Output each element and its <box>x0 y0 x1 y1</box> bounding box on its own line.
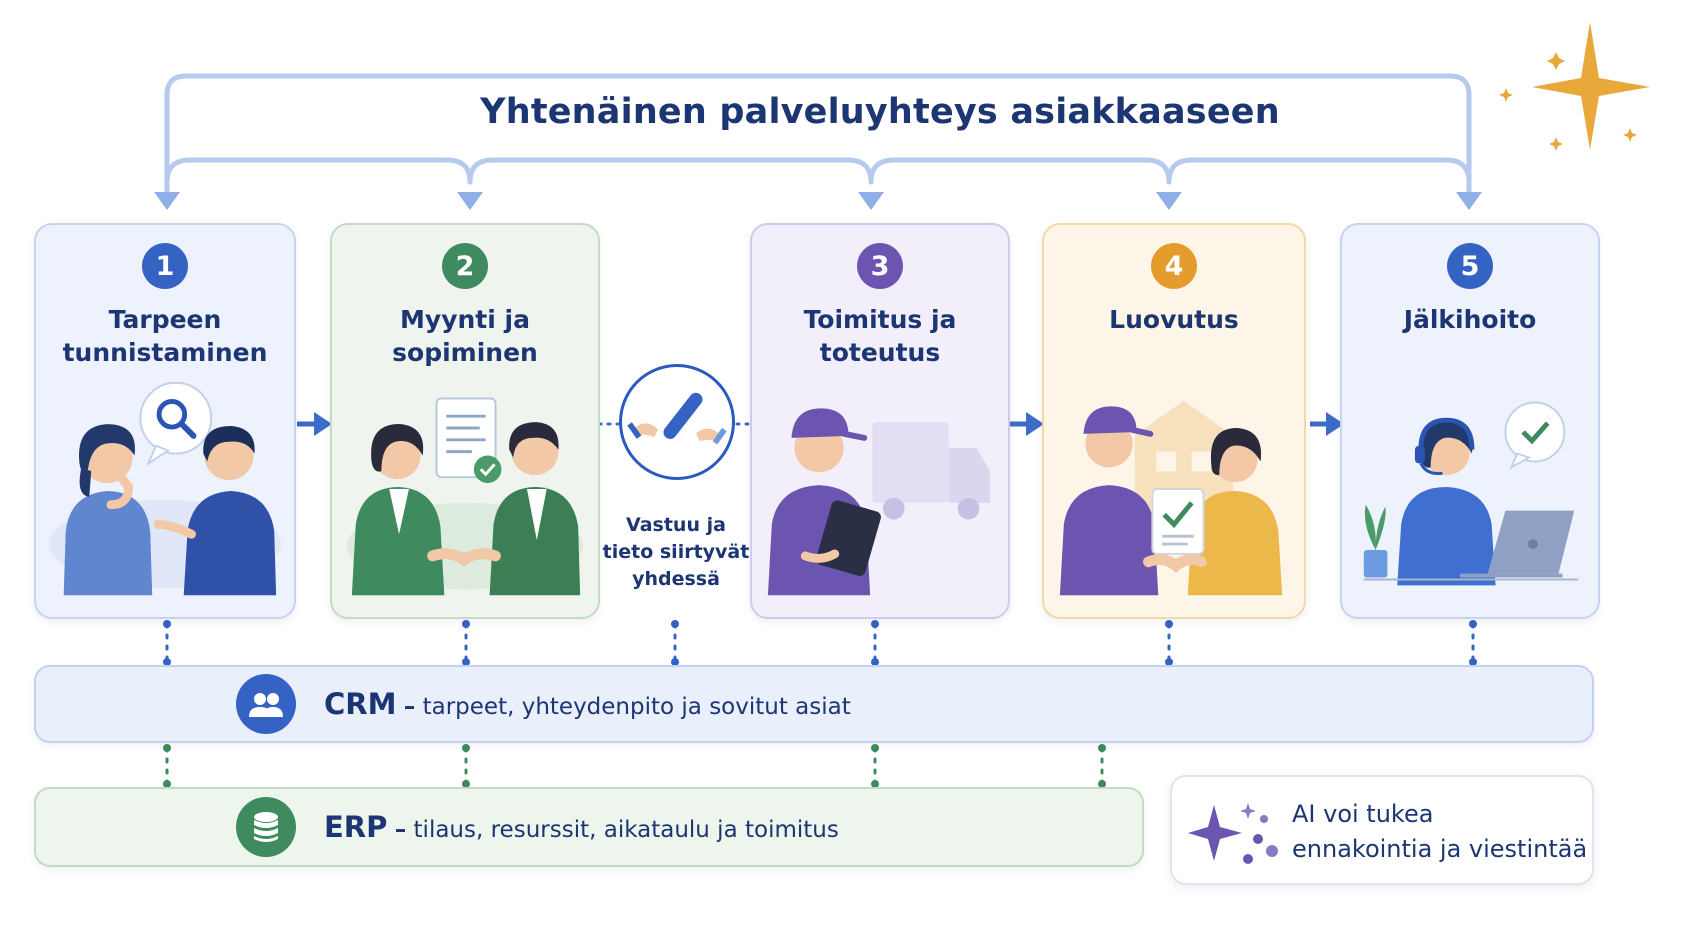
step-number-badge: 5 <box>1447 243 1493 289</box>
step-number-badge: 3 <box>857 243 903 289</box>
step-number-badge: 4 <box>1151 243 1197 289</box>
ai-support-text: AI voi tukea ennakointia ja viestintää <box>1292 800 1588 863</box>
ai-sparkles-icon <box>1188 795 1284 873</box>
crm-connectors <box>165 622 1475 664</box>
headset-icon <box>1414 417 1475 476</box>
truck-icon <box>872 422 991 520</box>
diagram-title: Yhtenäinen palveluyhteys asiakkaaseen <box>480 92 1280 132</box>
step-title: Tarpeen tunnistaminen <box>62 305 268 367</box>
handoff-label: Vastuu ja tieto siirtyvät yhdessä <box>602 514 750 590</box>
step-card-4: 4 Luovutus <box>1042 223 1306 619</box>
crm-band: CRM – tarpeet, yhteydenpito ja sovitut a… <box>34 665 1594 743</box>
erp-label: ERP – tilaus, resurssit, aikataulu ja to… <box>324 810 839 844</box>
agreement-handshake-illustration <box>342 375 588 603</box>
checklist-document-icon <box>1151 488 1205 555</box>
ai-support-callout: AI voi tukea ennakointia ja viestintää <box>1170 775 1594 885</box>
contract-document-icon <box>435 397 502 484</box>
step-number-badge: 2 <box>442 243 488 289</box>
umbrella-bracket <box>164 73 1472 203</box>
sparkle-icon <box>1499 22 1650 151</box>
erp-band: ERP – tilaus, resurssit, aikataulu ja to… <box>34 787 1144 867</box>
erp-connectors <box>165 746 1104 786</box>
crm-label: CRM – tarpeet, yhteydenpito ja sovitut a… <box>324 687 851 721</box>
step-card-2: 2 Myynti ja sopiminen <box>330 223 600 619</box>
database-icon <box>236 797 296 857</box>
step-card-3: 3 Toimitus ja toteutus <box>750 223 1010 619</box>
delivery-worker-illustration <box>762 375 998 603</box>
step-title: Toimitus ja toteutus <box>803 305 957 367</box>
magnifier-icon <box>156 399 197 439</box>
handover-illustration <box>1054 375 1294 603</box>
laptop-icon <box>1460 510 1575 578</box>
step-title: Luovutus <box>1109 305 1239 334</box>
plant-icon <box>1363 504 1388 578</box>
users-icon <box>236 674 296 734</box>
step-title: Myynti ja sopiminen <box>392 305 538 367</box>
customer-support-illustration <box>1352 375 1588 603</box>
step-number-badge: 1 <box>142 243 188 289</box>
step-card-1: 1 Tarpeen tunnistaminen <box>34 223 296 619</box>
step-title: Jälkihoito <box>1403 305 1537 334</box>
step-card-5: 5 Jälkihoito <box>1340 223 1600 619</box>
handoff-baton-icon <box>619 364 735 480</box>
needs-discussion-illustration <box>46 375 284 603</box>
bracket-arrowheads <box>154 192 1482 210</box>
